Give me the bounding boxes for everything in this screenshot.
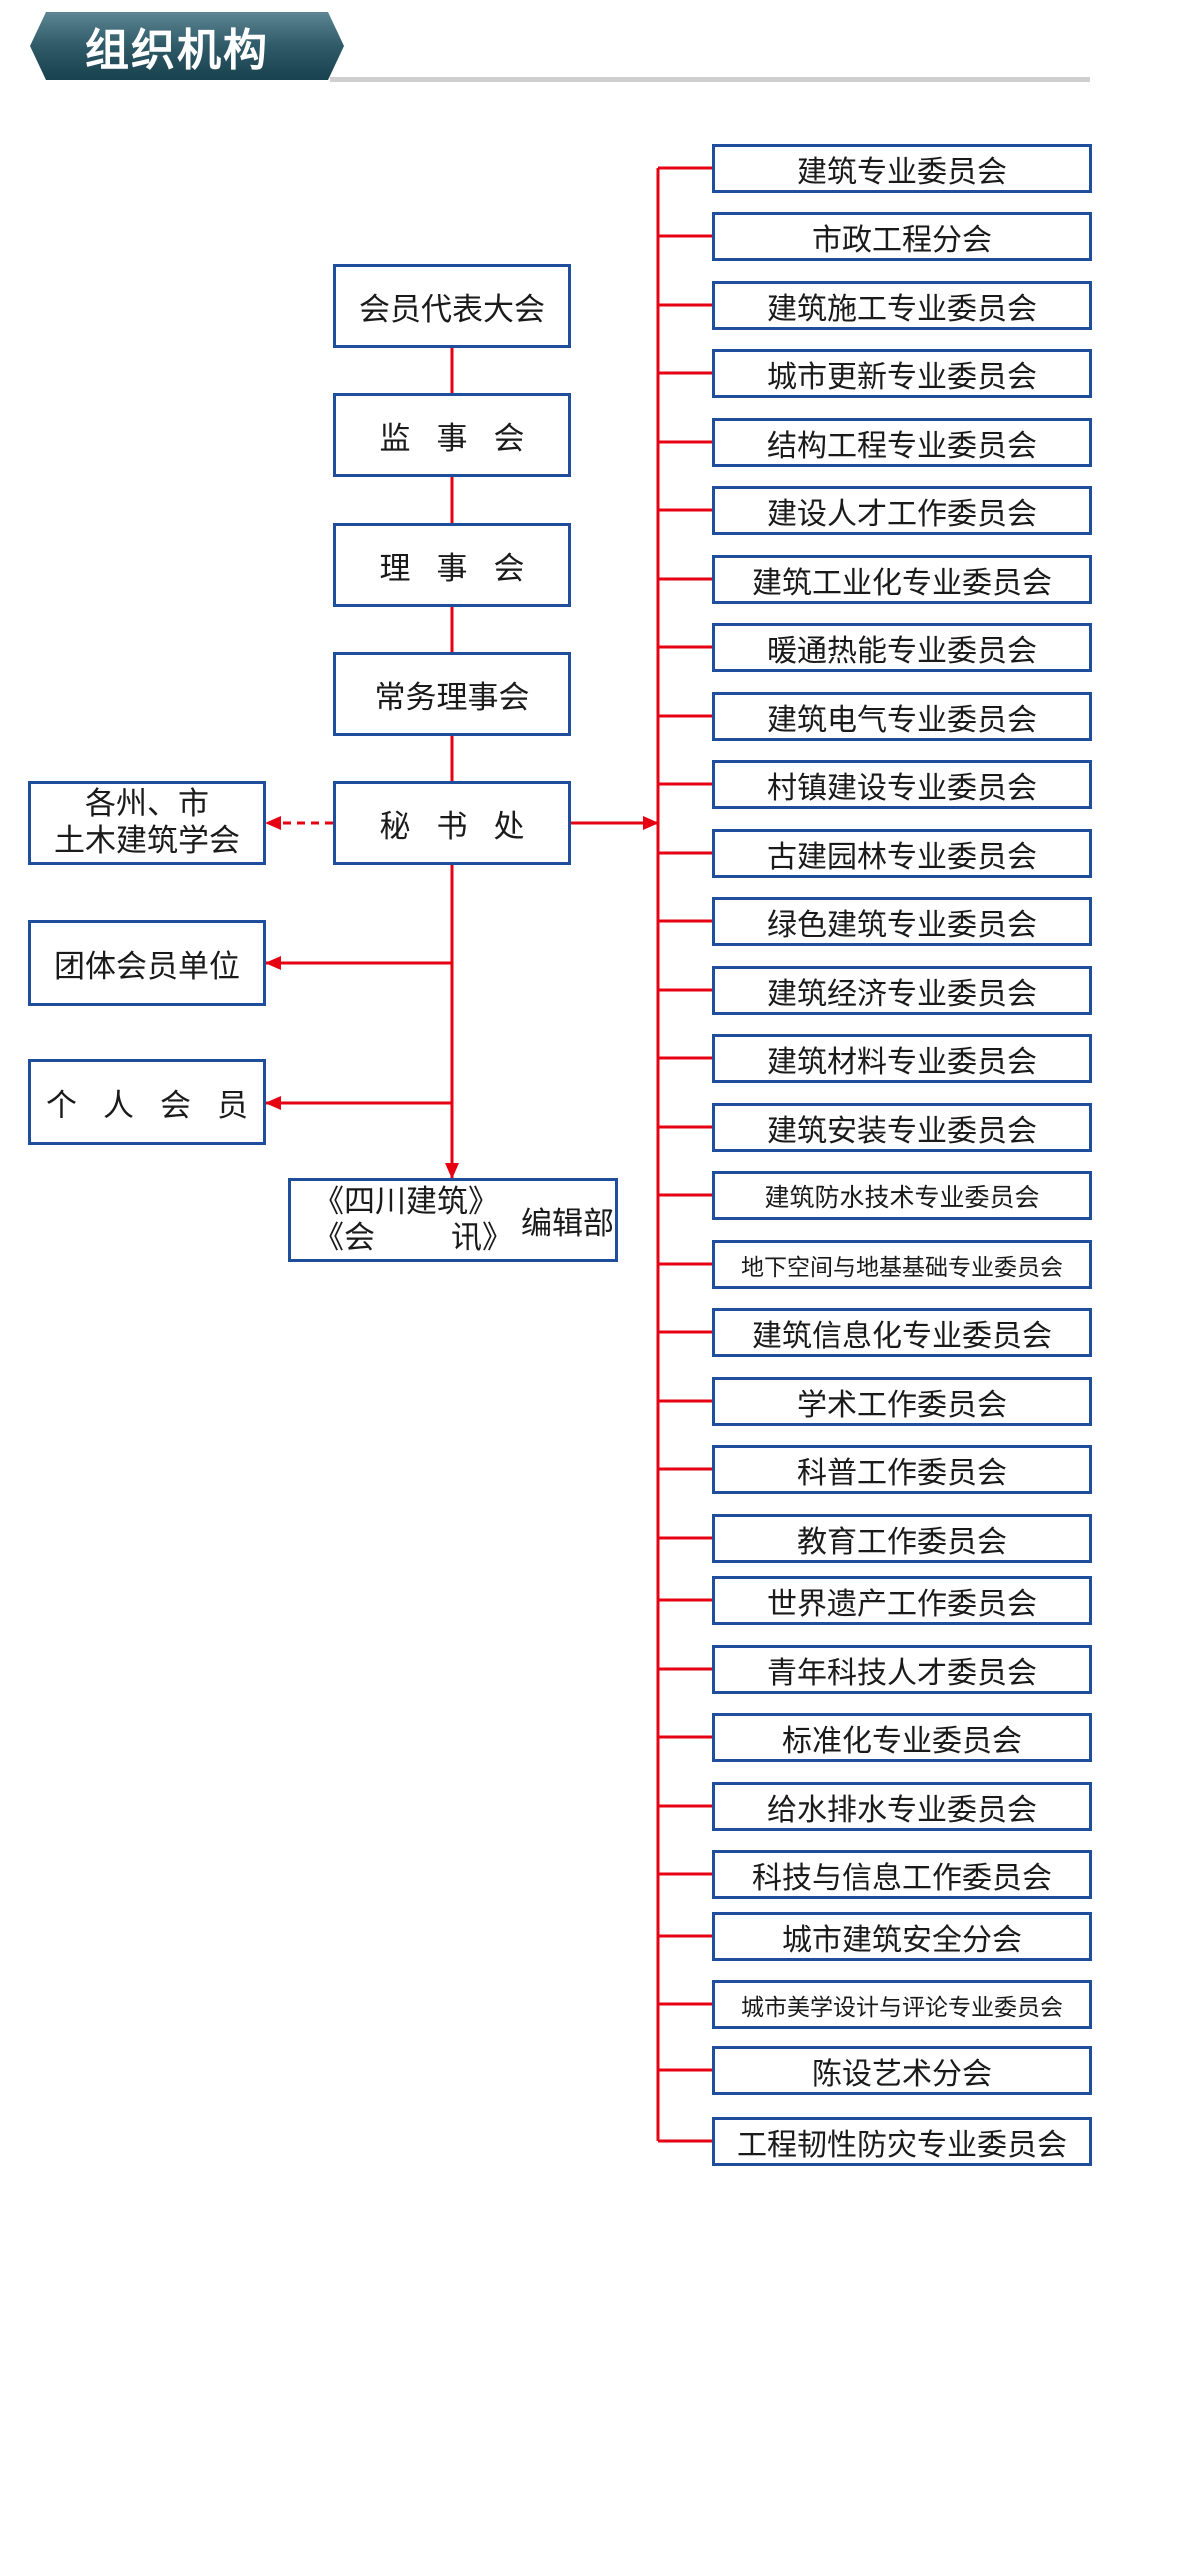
committee-box: 暖通热能专业委员会 (712, 623, 1092, 672)
committee-box: 给水排水专业委员会 (712, 1782, 1092, 1831)
committee-label: 建筑材料专业委员会 (767, 1044, 1037, 1080)
committee-box: 建筑信息化专业委员会 (712, 1308, 1092, 1357)
committee-label: 城市更新专业委员会 (767, 359, 1037, 395)
committee-box: 建筑工业化专业委员会 (712, 555, 1092, 604)
committee-box: 绿色建筑专业委员会 (712, 897, 1092, 946)
committee-box: 建筑防水技术专业委员会 (712, 1171, 1092, 1220)
individual-members-box: 个人会员 (28, 1059, 266, 1145)
committee-label: 建设人才工作委员会 (767, 496, 1037, 532)
publication-line2: 《会 讯》 (313, 1220, 513, 1256)
publication-line2-close: 讯》 (451, 1220, 513, 1256)
committee-label: 建筑工业化专业委员会 (752, 565, 1052, 601)
box-label: 个人会员 (46, 1087, 274, 1124)
committee-label: 世界遗产工作委员会 (767, 1586, 1037, 1622)
committee-label: 绿色建筑专业委员会 (767, 907, 1037, 943)
committee-label: 给水排水专业委员会 (767, 1792, 1037, 1828)
publication-line2-open: 《会 (313, 1220, 375, 1256)
committee-box: 城市建筑安全分会 (712, 1912, 1092, 1961)
committee-box: 建筑安装专业委员会 (712, 1103, 1092, 1152)
group-members-box: 团体会员单位 (28, 920, 266, 1006)
committee-box: 科普工作委员会 (712, 1445, 1092, 1494)
box-label: 监事会 (379, 420, 551, 457)
committee-label: 工程韧性防灾专业委员会 (737, 2127, 1067, 2163)
committee-label: 村镇建设专业委员会 (767, 770, 1037, 806)
committee-box: 城市更新专业委员会 (712, 349, 1092, 398)
committee-label: 科技与信息工作委员会 (752, 1860, 1052, 1896)
page-title: 组织机构 (85, 25, 269, 76)
committee-label: 建筑信息化专业委员会 (752, 1318, 1052, 1354)
committee-box: 建筑经济专业委员会 (712, 966, 1092, 1015)
publication-line1: 《四川建筑》 (313, 1184, 499, 1220)
committee-box: 工程韧性防灾专业委员会 (712, 2117, 1092, 2166)
committee-label: 暖通热能专业委员会 (767, 633, 1037, 669)
box-label: 理事会 (379, 550, 551, 587)
committee-box: 陈设艺术分会 (712, 2046, 1092, 2095)
council-box: 理事会 (333, 523, 571, 607)
committee-label: 地下空间与地基基础专业委员会 (741, 1254, 1063, 1281)
box-label: 常务理事会 (374, 679, 530, 716)
committee-box: 标准化专业委员会 (712, 1713, 1092, 1762)
local-societies-line2: 土木建筑学会 (54, 823, 240, 859)
committee-label: 市政工程分会 (812, 222, 992, 258)
committee-box: 科技与信息工作委员会 (712, 1850, 1092, 1899)
committee-box: 地下空间与地基基础专业委员会 (712, 1240, 1092, 1289)
supervisory-board-box: 监事会 (333, 393, 571, 477)
member-congress-box: 会员代表大会 (333, 264, 571, 348)
committee-box: 建筑专业委员会 (712, 144, 1092, 193)
local-societies-line1: 各州、市 (85, 786, 209, 822)
committee-box: 村镇建设专业委员会 (712, 760, 1092, 809)
committee-box: 城市美学设计与评论专业委员会 (712, 1980, 1092, 2029)
committee-box: 青年科技人才委员会 (712, 1645, 1092, 1694)
committee-label: 青年科技人才委员会 (767, 1655, 1037, 1691)
committee-label: 科普工作委员会 (797, 1455, 1007, 1491)
committee-box: 古建园林专业委员会 (712, 829, 1092, 878)
committee-label: 建筑施工专业委员会 (767, 291, 1037, 327)
committee-label: 建筑安装专业委员会 (767, 1113, 1037, 1149)
committee-label: 古建园林专业委员会 (767, 839, 1037, 875)
committee-box: 建筑材料专业委员会 (712, 1034, 1092, 1083)
committee-box: 建筑电气专业委员会 (712, 692, 1092, 741)
publication-suffix: 编辑部 (521, 1205, 614, 1242)
committee-box: 结构工程专业委员会 (712, 418, 1092, 467)
committee-label: 结构工程专业委员会 (767, 428, 1037, 464)
committee-box: 市政工程分会 (712, 212, 1092, 261)
committee-box: 建设人才工作委员会 (712, 486, 1092, 535)
secretariat-box: 秘书处 (333, 781, 571, 865)
box-label: 团体会员单位 (54, 948, 240, 985)
committee-label: 陈设艺术分会 (812, 2056, 992, 2092)
standing-council-box: 常务理事会 (333, 652, 571, 736)
committee-box: 学术工作委员会 (712, 1377, 1092, 1426)
committee-box: 建筑施工专业委员会 (712, 281, 1092, 330)
committee-label: 建筑专业委员会 (797, 154, 1007, 190)
box-label: 秘书处 (379, 808, 551, 845)
committee-label: 建筑经济专业委员会 (767, 976, 1037, 1012)
committee-label: 城市建筑安全分会 (782, 1922, 1022, 1958)
committee-label: 学术工作委员会 (797, 1387, 1007, 1423)
title-underline (330, 77, 1090, 82)
committee-label: 教育工作委员会 (797, 1524, 1007, 1560)
committee-box: 教育工作委员会 (712, 1514, 1092, 1563)
committee-label: 城市美学设计与评论专业委员会 (741, 1994, 1063, 2021)
editorial-department-box: 《四川建筑》 《会 讯》 编辑部 (288, 1178, 618, 1262)
box-label: 会员代表大会 (359, 291, 545, 328)
committee-box: 世界遗产工作委员会 (712, 1576, 1092, 1625)
committee-label: 标准化专业委员会 (782, 1723, 1022, 1759)
local-societies-box: 各州、市 土木建筑学会 (28, 781, 266, 865)
committee-label: 建筑电气专业委员会 (767, 702, 1037, 738)
title-banner (30, 12, 344, 80)
committee-label: 建筑防水技术专业委员会 (764, 1182, 1040, 1212)
